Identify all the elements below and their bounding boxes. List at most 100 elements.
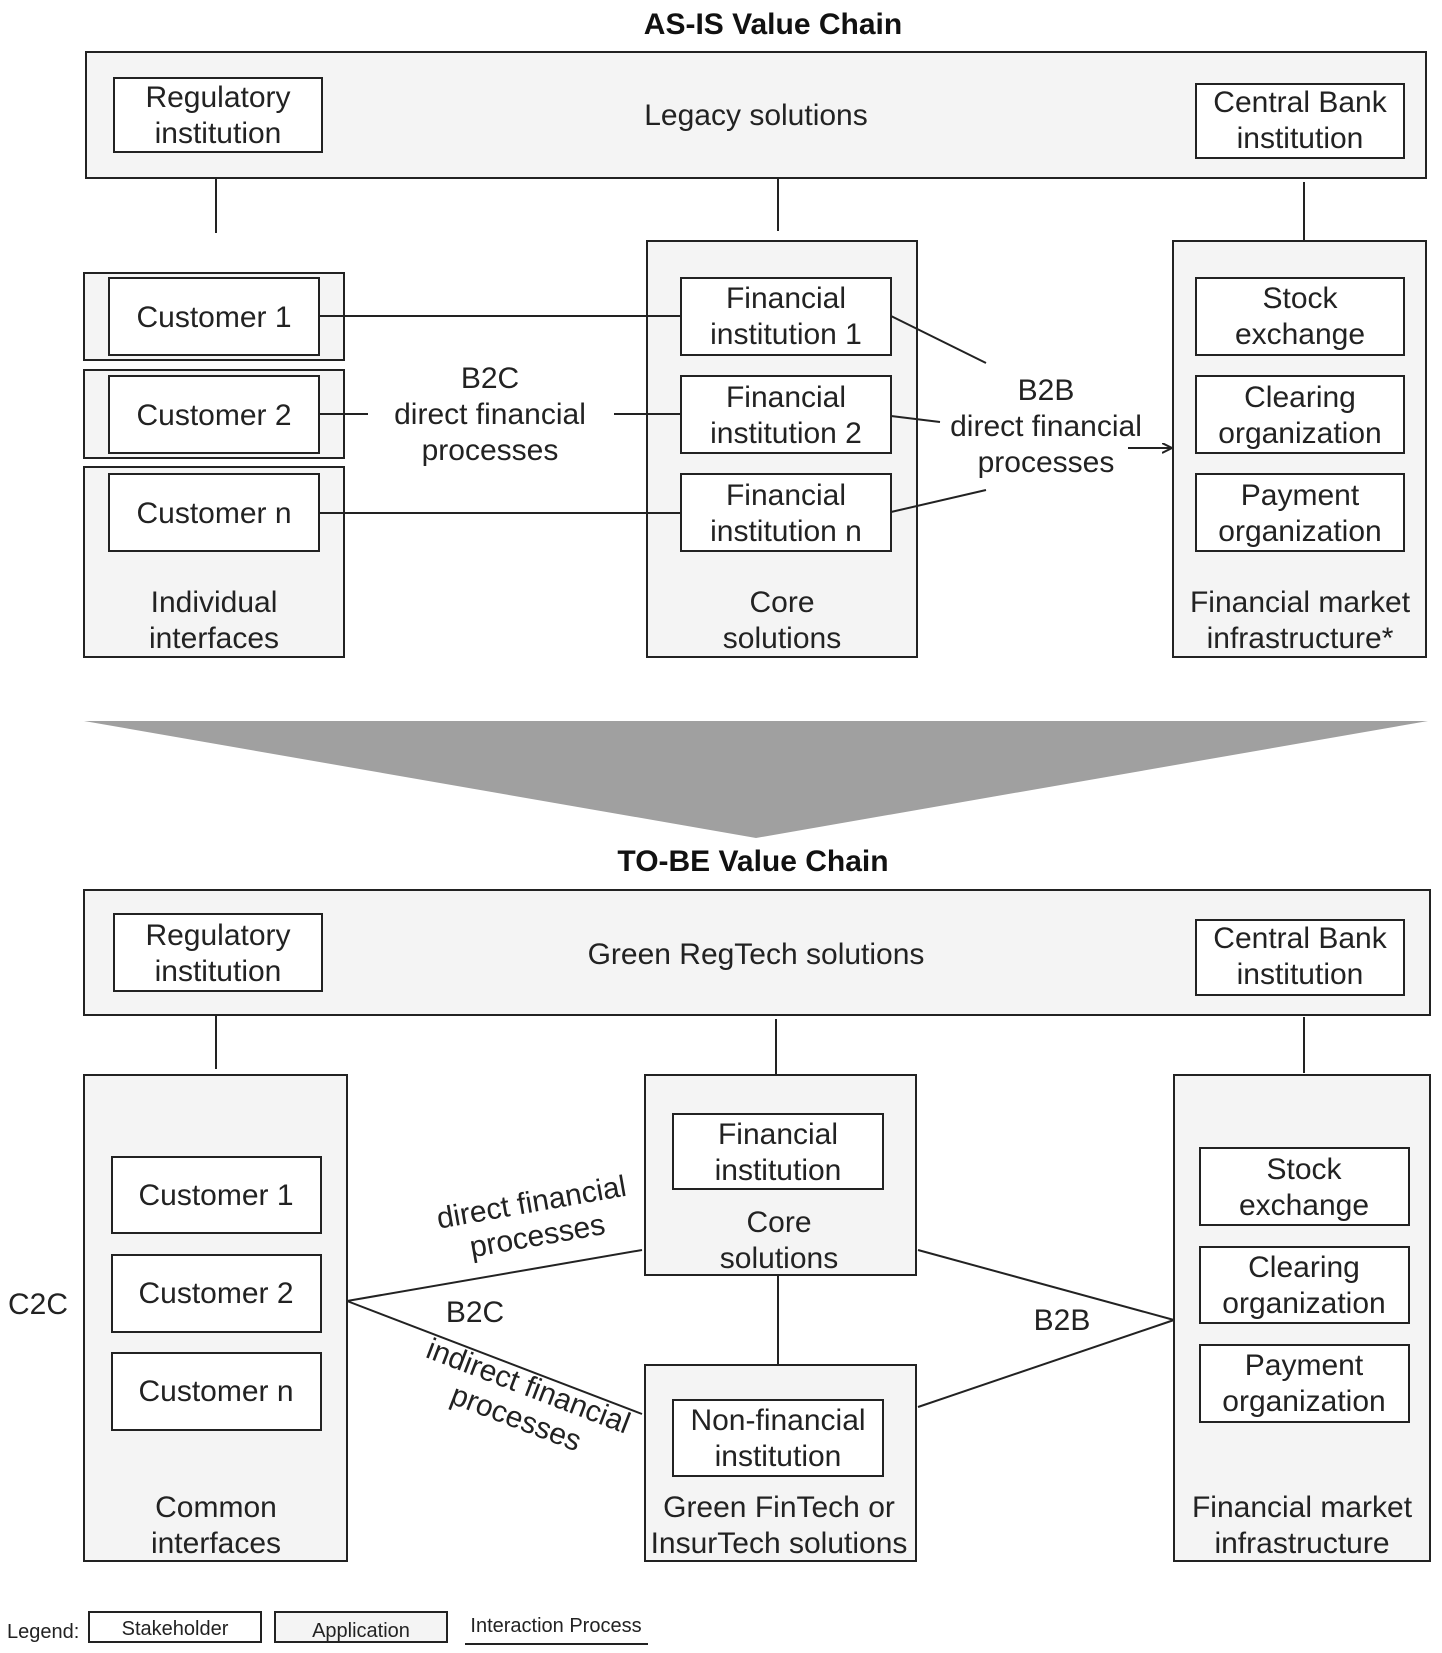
asis-b2b-line-n [890,489,987,513]
asis-regulatory-institution: Regulatory institution [113,77,323,153]
asis-financial-institution-n [680,473,892,552]
asis-legacy-solutions: Legacy solutions Regulatory institution … [85,51,1427,179]
asis-fmi-label-line1: Financial market [1190,586,1411,619]
tobe-core-label-line1: Core [746,1206,811,1239]
asis-fi-2-line2: institution 2 [710,417,862,450]
tobe-fmi: Stock exchange Clearing organization Pay… [1173,1074,1431,1562]
asis-customer-2-label: Customer 2 [136,399,291,432]
tobe-customer-n-label: Customer n [138,1375,293,1408]
asis-regulatory-box [113,77,323,153]
asis-b2b-label-line2: direct financial [950,410,1142,443]
tobe-payment-line2: organization [1222,1385,1385,1418]
legend-application-label: Application [312,1620,410,1642]
asis-customer-2 [108,375,320,454]
tobe-green-label-line2: InsurTech solutions [651,1527,908,1560]
asis-b2c-label-line1: B2C [461,362,519,395]
asis-central-bank: Central Bank institution [1195,83,1405,159]
tobe-title: TO-BE Value Chain [617,845,888,878]
tobe-stock-line1: Stock [1266,1153,1342,1186]
tobe-central-bank-line1: Central Bank [1213,922,1387,955]
asis-b2c-label-line3: processes [422,434,559,467]
tobe-regtech-label: Green RegTech solutions [588,938,925,971]
tobe-nfi-line2: institution [715,1440,842,1473]
tobe-b2c-label: B2C [446,1296,504,1329]
tobe-financial-institution [672,1113,884,1190]
asis-financial-institution-1 [680,277,892,356]
legend-stakeholder-swatch [88,1611,262,1643]
tobe-customer-2-label: Customer 2 [138,1277,293,1310]
asis-interfaces-label-line1: Individual [151,586,278,619]
tobe-core-label-line2: solutions [720,1242,838,1275]
tobe-regulatory-line1: Regulatory [145,919,290,952]
asis-clearing-organization [1195,375,1405,454]
asis-b2b-label-line1: B2B [1018,374,1075,407]
asis-fi-n-line1: Financial [726,479,846,512]
tobe-central-bank: Central Bank institution [1195,919,1405,996]
asis-stock-exchange [1195,277,1405,356]
tobe-regulatory-institution: Regulatory institution [113,913,323,992]
asis-legacy-label: Legacy solutions [644,99,867,132]
asis-b2b-line-1 [890,315,987,364]
legend-label: Legend: [7,1621,79,1643]
tobe-fi-line2: institution [715,1154,842,1187]
tobe-direct-label: direct financial processes [434,1170,629,1265]
tobe-core-solutions: Financial institution Core solutions [644,1074,917,1276]
tobe-green-regtech: Green RegTech solutions Regulatory insti… [83,889,1431,1016]
legend-stakeholder-label: Stakeholder [122,1618,229,1640]
asis-b2c-label-line2: direct financial [394,398,586,431]
tobe-stock-line2: exchange [1239,1189,1369,1222]
tobe-clearing-line2: organization [1222,1287,1385,1320]
tobe-green-fintech: Non-financial institution Green FinTech … [644,1364,917,1562]
tobe-interfaces-label-line1: Common [155,1491,277,1524]
asis-fi-n-line2: institution n [710,515,862,548]
tobe-fi-line1: Financial [718,1118,838,1151]
asis-financial-institution-2 [680,375,892,454]
tobe-c2c-label: C2C [8,1288,68,1321]
asis-central-bank-box [1195,83,1405,159]
asis-central-bank-line2: institution [1237,122,1364,155]
tobe-b2c-indirect-line [346,1300,643,1415]
asis-interfaces-label-line2: interfaces [149,622,279,655]
tobe-regulatory-line2: institution [155,955,282,988]
tobe-central-bank-box [1195,919,1405,996]
tobe-fmi-label-line2: infrastructure [1214,1527,1389,1560]
asis-clearing-line2: organization [1218,417,1381,450]
tobe-customer-2 [111,1254,322,1333]
tobe-b2b-label: B2B [1034,1304,1091,1337]
tobe-nfi-line1: Non-financial [690,1404,865,1437]
tobe-fmi-label-line1: Financial market [1192,1491,1413,1524]
tobe-central-bank-line2: institution [1237,958,1364,991]
asis-stock-line1: Stock [1262,282,1338,315]
tobe-b2c-direct-line [346,1249,643,1302]
legend: Legend: Stakeholder Application Interact… [7,1611,648,1645]
tobe-non-financial-institution [672,1399,884,1477]
asis-fmi-label-line2: infrastructure* [1207,622,1394,655]
asis-regulatory-line2: institution [155,117,282,150]
asis-fi-1-line1: Financial [726,282,846,315]
asis-core-label-line2: solutions [723,622,841,655]
tobe-payment-line1: Payment [1245,1349,1364,1382]
asis-central-bank-line1: Central Bank [1213,86,1387,119]
asis-core-label-line1: Core [749,586,814,619]
asis-fi-2-line1: Financial [726,381,846,414]
asis-title: AS-IS Value Chain [644,8,902,41]
asis-customer-n [108,473,320,552]
asis-individual-interfaces: Customer 1 Customer 2 Customer n Individ… [83,272,345,658]
tobe-regulatory-box [113,913,323,992]
tobe-clearing-organization [1199,1246,1410,1324]
asis-stock-line2: exchange [1235,318,1365,351]
asis-customer-n-label: Customer n [136,497,291,530]
transition-arrow [84,721,1428,838]
asis-payment-organization [1195,473,1405,552]
tobe-indirect-label: indirect financial processes [422,1333,635,1459]
asis-payment-line1: Payment [1241,479,1360,512]
tobe-customer-n [111,1352,322,1431]
asis-core-solutions: Financial institution 1 Financial instit… [646,240,918,658]
tobe-green-label-line1: Green FinTech or [663,1491,895,1524]
asis-b2b-line-2 [890,415,941,423]
tobe-customer-1-label: Customer 1 [138,1179,293,1212]
tobe-common-interfaces: Customer 1 Customer 2 Customer n Common … [83,1074,348,1562]
tobe-stock-exchange [1199,1147,1410,1226]
asis-customer-1-label: Customer 1 [136,301,291,334]
asis-clearing-line1: Clearing [1244,381,1356,414]
